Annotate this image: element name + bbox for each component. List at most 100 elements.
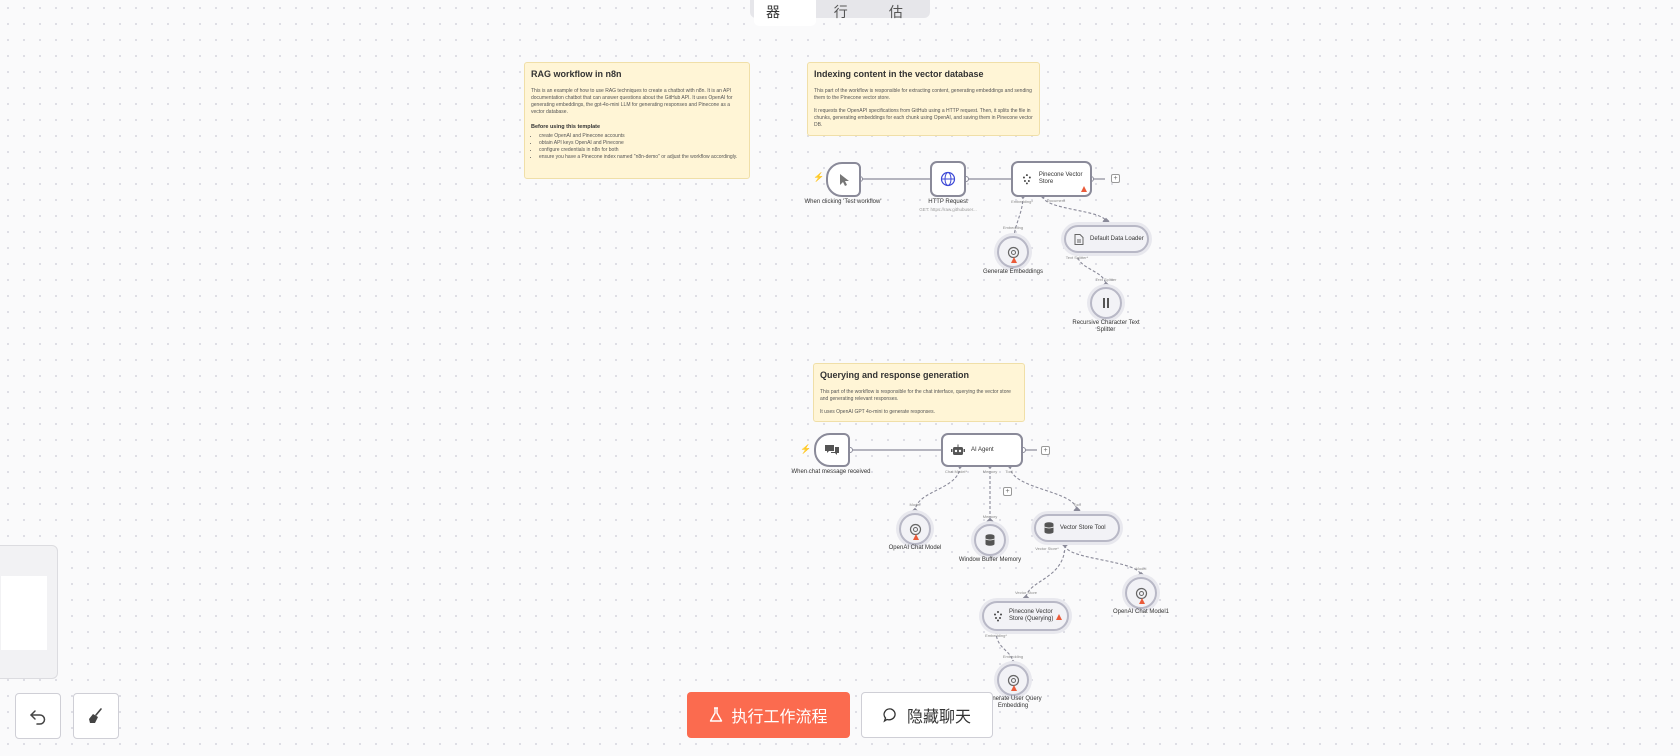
node-http-request-subtitle: GET: https://raw.githubuser... xyxy=(919,207,977,212)
list-item: ensure you have a Pinecone index named "… xyxy=(539,154,743,161)
port-label-embedding-req: Embedding* xyxy=(985,633,1007,638)
node-text-splitter[interactable] xyxy=(1090,287,1122,319)
hide-chat-button[interactable]: 隐藏聊天 xyxy=(861,692,993,738)
flask-icon xyxy=(710,707,723,722)
sticky-indexing-title: Indexing content in the vector database xyxy=(814,69,984,79)
add-sub-node-button[interactable]: + xyxy=(1003,487,1012,496)
node-ai-agent-title: AI Agent xyxy=(971,446,994,453)
port-label-embedding: Embedding* xyxy=(1011,199,1033,204)
port-label-tool: Tool xyxy=(1005,469,1013,474)
warning-icon xyxy=(1081,186,1087,192)
sticky-note-querying[interactable]: Querying and response generation This pa… xyxy=(813,363,1025,422)
node-gen-user-embed-label: Generate User Query Embedding xyxy=(984,696,1042,709)
node-gen-embeddings-label: Generate Embeddings xyxy=(982,269,1044,275)
tab-executions[interactable]: 执行 xyxy=(833,4,848,20)
port-label-vector-store-req: Vector Store* xyxy=(1035,546,1059,551)
node-pinecone-store[interactable]: Pinecone Vector Store xyxy=(1011,161,1092,197)
node-openai-chat[interactable] xyxy=(899,513,931,545)
pinecone-icon xyxy=(994,611,1002,622)
node-default-loader[interactable]: Default Data Loader xyxy=(1064,225,1149,253)
node-ai-agent[interactable]: AI Agent xyxy=(941,433,1023,467)
warning-icon xyxy=(913,534,919,540)
split-icon xyxy=(1103,298,1109,308)
node-default-loader-title: Default Data Loader xyxy=(1090,235,1144,242)
node-pinecone-query[interactable]: Pinecone Vector Store (Querying) xyxy=(982,601,1069,631)
clean-button[interactable] xyxy=(73,693,119,739)
chat-bubble-icon xyxy=(883,708,896,723)
port-label-memory: Memory xyxy=(982,469,998,474)
execute-workflow-button[interactable]: 执行工作流程 xyxy=(687,692,850,738)
port-label-tool-sub: Tool xyxy=(1073,502,1081,507)
node-chat-trigger-label: When chat message received xyxy=(791,469,871,475)
port-label-document: Document xyxy=(1046,198,1066,203)
undo-button[interactable] xyxy=(15,693,61,739)
sticky-rag-body: This is an example of how to use RAG tec… xyxy=(531,88,733,115)
port-label-text-splitter-req: Text Splitter* xyxy=(1065,255,1089,260)
port-label-chat-model: Chat Model* xyxy=(944,469,967,474)
port-label-embedding-sub: Embedding xyxy=(1002,225,1024,230)
execute-workflow-label: 执行工作流程 xyxy=(731,709,828,726)
tab-editor[interactable]: 编辑器 xyxy=(754,0,816,26)
tab-evaluations[interactable]: 评估 xyxy=(888,4,903,20)
hide-chat-label: 隐藏聊天 xyxy=(906,709,971,726)
node-gen-user-embed[interactable] xyxy=(997,664,1029,696)
add-node-button[interactable]: + xyxy=(1111,174,1120,183)
sticky-note-indexing[interactable]: Indexing content in the vector database … xyxy=(807,62,1040,136)
chat-icon xyxy=(825,445,839,455)
trigger-bolt-icon: ⚡ xyxy=(813,172,825,182)
sticky-note-rag[interactable]: RAG workflow in n8n This is an example o… xyxy=(524,62,750,179)
side-panel-content xyxy=(1,576,47,650)
node-http-request[interactable] xyxy=(930,161,966,197)
warning-icon xyxy=(1011,257,1017,263)
node-window-memory-label: Window Buffer Memory xyxy=(958,557,1022,563)
broom-icon xyxy=(89,708,102,723)
sticky-rag-list: create OpenAI and Pinecone accounts obta… xyxy=(531,133,743,161)
add-node-button[interactable]: + xyxy=(1041,446,1050,455)
document-icon xyxy=(1074,233,1084,245)
database-icon xyxy=(1044,522,1054,534)
port-label-model: Model xyxy=(909,502,921,507)
robot-icon xyxy=(951,444,965,455)
port-label-embedding-q: Embedding xyxy=(1002,654,1024,659)
side-panel xyxy=(0,545,58,679)
node-manual-trigger-label: When clicking 'Test workflow' xyxy=(804,199,882,205)
node-openai-chat-1-label: OpenAI Chat Model1 xyxy=(1112,609,1170,615)
node-text-splitter-label: Recursive Character Text Splitter xyxy=(1072,320,1140,333)
warning-icon xyxy=(1056,614,1062,620)
port-label-model-1: Model xyxy=(1135,566,1147,571)
node-chat-trigger[interactable] xyxy=(814,433,850,467)
sticky-querying-p2: It uses OpenAI GPT 4o-mini to generate r… xyxy=(820,409,935,415)
sticky-indexing-p1: This part of the workflow is responsible… xyxy=(814,88,1032,101)
sticky-indexing-p2: It requests the OpenAPI specifications f… xyxy=(814,108,1033,128)
node-window-memory[interactable] xyxy=(974,524,1006,556)
node-openai-chat-1[interactable] xyxy=(1125,577,1157,609)
sticky-rag-subheading: Before using this template xyxy=(531,124,601,130)
node-pinecone-query-title: Pinecone Vector Store (Querying) xyxy=(1009,609,1054,622)
database-icon xyxy=(985,534,995,546)
undo-icon xyxy=(30,710,46,725)
chat-trigger-bolt-icon: ⚡ xyxy=(800,444,812,454)
node-vector-tool-title: Vector Store Tool xyxy=(1060,524,1106,531)
node-http-request-label: HTTP Request xyxy=(928,199,968,205)
node-gen-embeddings[interactable] xyxy=(997,236,1029,268)
sticky-querying-title: Querying and response generation xyxy=(820,370,970,380)
port-label-vector-store: Vector Store xyxy=(1014,590,1037,595)
node-vector-tool[interactable]: Vector Store Tool xyxy=(1034,514,1120,542)
node-pinecone-store-title: Pinecone Vector Store xyxy=(1038,172,1083,185)
pinecone-icon xyxy=(1022,174,1031,185)
node-manual-trigger[interactable] xyxy=(826,162,861,197)
globe-icon xyxy=(940,171,956,187)
top-tab-bar: 编辑器 执行 评估 xyxy=(750,0,930,26)
sticky-querying-p1: This part of the workflow is responsible… xyxy=(820,389,1011,402)
cursor-icon xyxy=(839,173,849,186)
warning-icon xyxy=(1011,685,1017,691)
port-label-memory-sub: Memory xyxy=(982,514,998,519)
list-item: configure credentials in n8n for both xyxy=(539,147,743,154)
port-label-text-splitter: Text Splitter xyxy=(1095,277,1117,282)
list-item: create OpenAI and Pinecone accounts xyxy=(539,133,743,140)
sticky-rag-title: RAG workflow in n8n xyxy=(531,69,622,79)
node-openai-chat-label: OpenAI Chat Model xyxy=(888,545,942,551)
list-item: obtain API keys OpenAI and Pinecone xyxy=(539,140,743,147)
warning-icon xyxy=(1139,598,1145,604)
